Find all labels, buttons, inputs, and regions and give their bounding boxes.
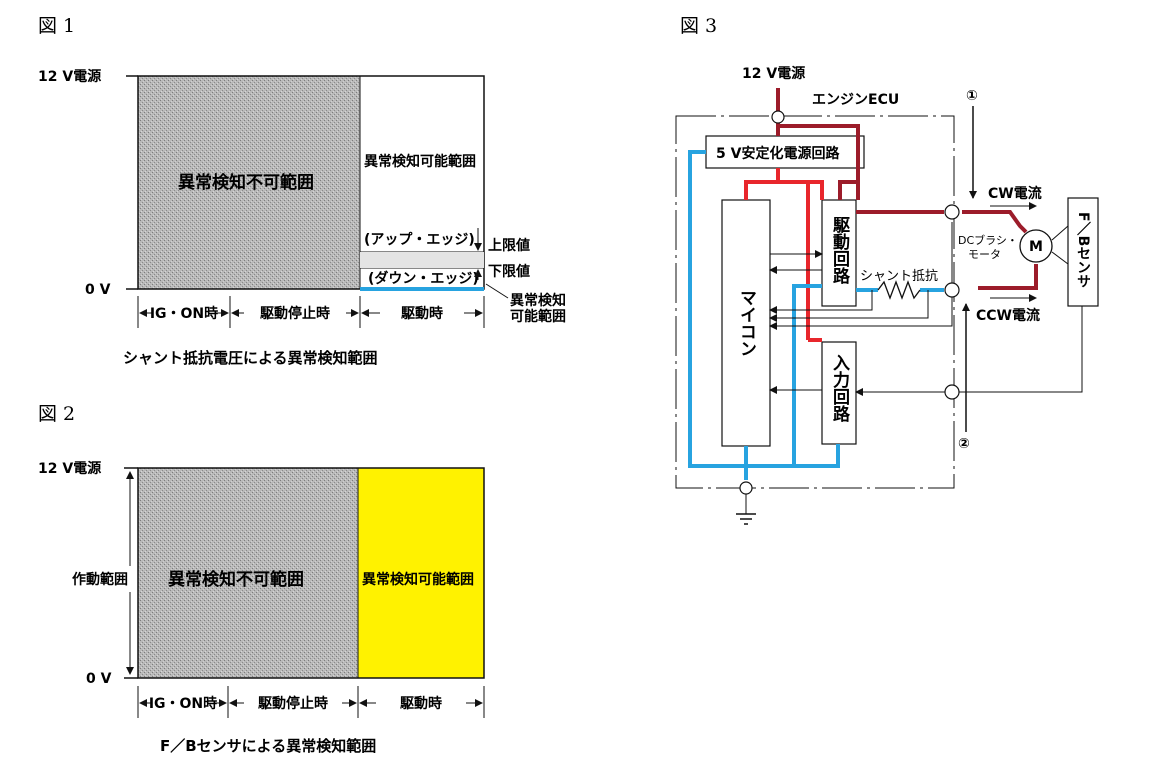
fig1-note-line2: 可能範囲 [510, 308, 566, 325]
fig1-label-0v: 0 V [85, 282, 111, 298]
fig2-axis-drive-stop: 駆動停止時 [258, 695, 328, 712]
motor-label-line2: モータ [968, 248, 1001, 261]
shunt-label: シャント抵抗 [860, 269, 938, 284]
fig3-ecu-label: エンジンECU [812, 92, 899, 108]
fig1-region-undetectable-label: 異常検知不可範囲 [178, 172, 314, 193]
fb-sensor-block [1067, 197, 1099, 307]
connector-terminal-1 [944, 204, 960, 220]
motor-symbol-letter: M [1029, 239, 1043, 255]
ground-wires [688, 150, 944, 480]
fig1-region-detectable-label: 異常検知可能範囲 [364, 153, 476, 170]
figure-1: 図 1 12 V電源 0 V 異常検知不可範囲 異常検知可能範囲 (アップ・エッ… [38, 15, 566, 367]
connector-terminal-2 [944, 282, 960, 298]
shunt-resistor-symbol [877, 280, 921, 300]
fig1-axis-drive: 駆動時 [401, 305, 443, 322]
microcontroller-block [721, 199, 771, 447]
fig2-axis-ig-on: IG・ON時 [149, 695, 217, 712]
power-12v-wires [776, 88, 1038, 290]
fig1-down-edge-label: (ダウン・エッジ) [368, 270, 479, 287]
fig2-label-0v: 0 V [86, 671, 112, 687]
fig3-title: 図 3 [680, 15, 717, 37]
motor-symbol [1019, 229, 1053, 263]
wire-t1-to-motor [962, 210, 1028, 234]
input-circuit-label: 入力回路 [829, 354, 850, 423]
fig2-detectable-region [358, 468, 484, 678]
motor-sensor-link-a [1051, 225, 1069, 241]
fig2-region-detectable-label: 異常検知可能範囲 [362, 571, 474, 588]
fig1-label-12v: 12 V電源 [38, 68, 101, 85]
ccw-current-label: CCW電流 [976, 307, 1040, 324]
fig3-power-label: 12 V電源 [742, 65, 805, 82]
sig-sensor-to-input [855, 306, 1083, 396]
regulator-5v-label: 5 V安定化電源回路 [716, 145, 840, 162]
fb-sensor-label: F／Bセンサ [1075, 212, 1091, 289]
motor-sensor-link-b [1051, 251, 1069, 265]
fig1-lower-limit-label: 下限値 [488, 263, 530, 280]
fig1-title: 図 1 [38, 15, 75, 37]
sig-shunt-a [769, 290, 873, 314]
figure-3: 図 3 12 V電源 エンジンECU 5 V安定化電源回路 マイコン 駆動回路 … [675, 15, 1099, 525]
fig2-caption: F／Bセンサによる異常検知範囲 [160, 737, 376, 755]
fig2-undetectable-region [138, 468, 358, 678]
sig-terminal1 [769, 222, 953, 330]
figure-2: 図 2 12 V電源 0 V 作動範囲 異常検知不可範囲 異常検知可能範囲 IG… [38, 403, 485, 755]
regulator-5v-block [705, 135, 865, 169]
input-circuit-block [821, 341, 857, 445]
fig2-frame [137, 467, 485, 679]
probe-marker-1: ① [966, 88, 978, 104]
fig2-label-12v: 12 V電源 [38, 460, 101, 477]
connector-terminal-3 [944, 384, 960, 400]
fig1-undetectable-region [138, 76, 360, 289]
ground-terminal [739, 481, 753, 495]
wire-motor-to-t2 [978, 264, 1038, 290]
wire-ground-drive [792, 284, 822, 466]
fig1-note-line1: 異常検知 [510, 292, 566, 309]
fig1-frame [137, 75, 485, 290]
wire-ground-input [746, 444, 840, 468]
wire-12v-drive-b [838, 180, 858, 200]
fig2-axis-drive: 駆動時 [400, 695, 442, 712]
wire-5v-drive [808, 180, 824, 200]
ecu-boundary [675, 115, 955, 489]
microcontroller-label: マイコン [736, 289, 756, 357]
fig1-note-leader [485, 283, 509, 299]
fig2-title: 図 2 [38, 403, 75, 425]
fig1-axis-drive-stop: 駆動停止時 [260, 305, 330, 322]
motor-label-line1: DCブラシ・ [958, 233, 1018, 247]
power-5v-wires [744, 168, 824, 342]
fig2-region-undetectable-label: 異常検知不可範囲 [168, 569, 304, 590]
cw-current-label: CW電流 [988, 185, 1042, 202]
fig1-up-edge-label: (アップ・エッジ) [364, 232, 475, 248]
power-terminal [771, 110, 785, 124]
fig2-range-label: 作動範囲 [72, 571, 128, 588]
drive-circuit-block [821, 199, 857, 307]
fig1-caption: シャント抵抗電圧による異常検知範囲 [123, 349, 378, 367]
drive-circuit-label: 駆動回路 [829, 216, 850, 285]
sig-shunt-b [769, 290, 929, 322]
wire-ground-reg [688, 150, 746, 468]
signal-lines [769, 222, 1083, 396]
probe-marker-2: ② [958, 436, 970, 452]
fig1-axis-ig-on: IG・ON時 [150, 305, 218, 322]
fig1-hysteresis-band [360, 252, 484, 268]
fig1-upper-limit-label: 上限値 [488, 237, 530, 254]
